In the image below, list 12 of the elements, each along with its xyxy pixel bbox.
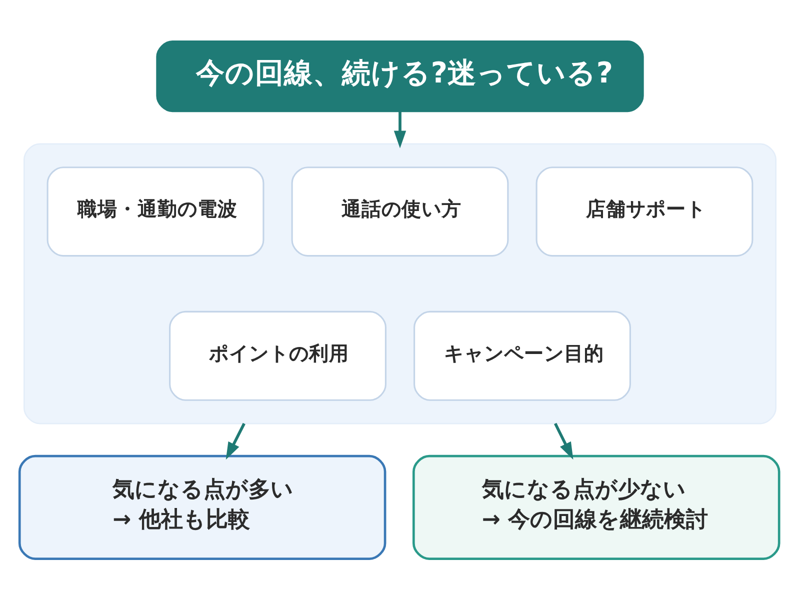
arrow — [554, 422, 574, 460]
arrow — [394, 111, 406, 148]
node-box: キャンペーン目的 — [414, 310, 631, 401]
node-box: 職場・通勤の電波 — [46, 166, 264, 257]
node-box: 気になる点が多い → 他社も比較 — [18, 454, 386, 560]
node-box: ポイントの利用 — [169, 310, 386, 401]
node-box: 通話の使い方 — [291, 166, 509, 257]
node-box: 店舗サポート — [536, 166, 754, 257]
cluster — [24, 143, 776, 424]
arrow — [226, 422, 246, 460]
node-box: 気になる点が少ない → 今の回線を継続検討 — [412, 454, 780, 560]
node-box: 今の回線、続ける?迷っている? — [156, 40, 644, 112]
